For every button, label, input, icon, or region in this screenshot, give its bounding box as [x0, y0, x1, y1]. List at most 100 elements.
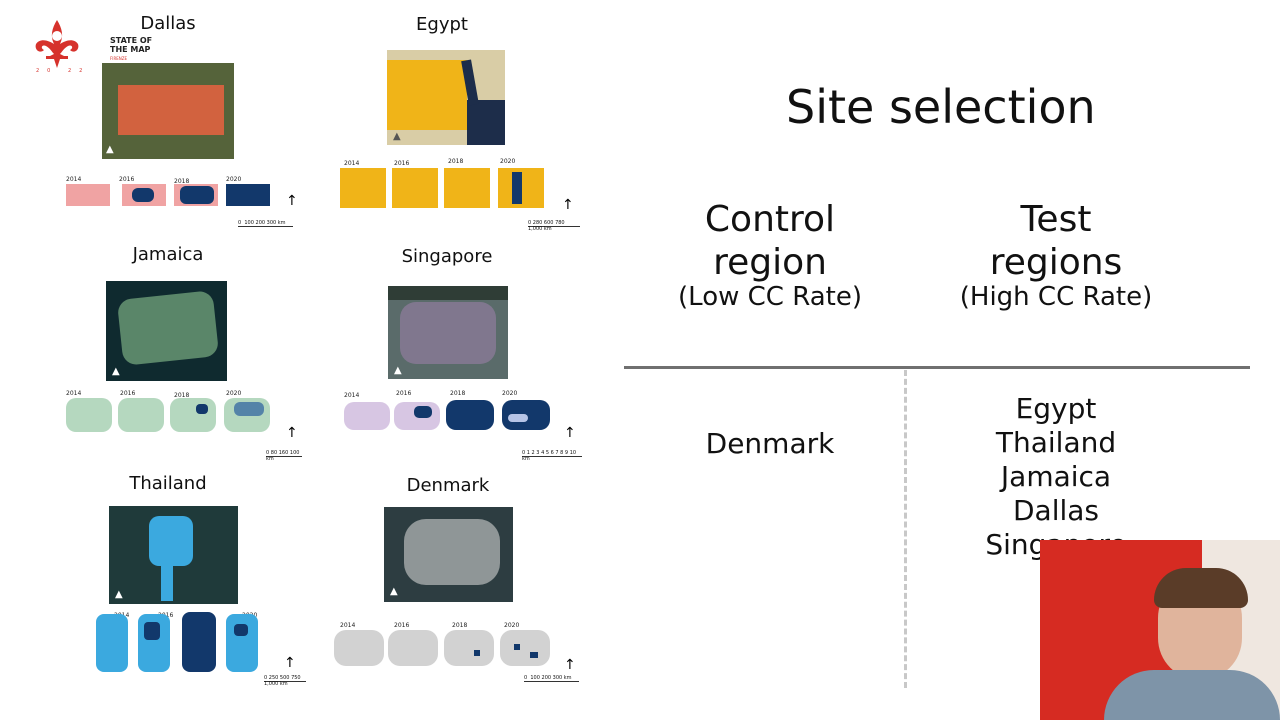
change-map-2018	[174, 184, 218, 206]
egypt-year-row: 2014 2016 2018 2020 ↑	[340, 158, 580, 215]
change-map-2016	[392, 168, 438, 208]
list-item: Jamaica	[1000, 460, 1112, 493]
presenter-webcam	[1040, 540, 1280, 720]
change-map-2020	[226, 614, 258, 672]
north-arrow-icon: ↑	[564, 425, 576, 441]
year-label: 2018	[174, 178, 190, 185]
year-label: 2018	[452, 622, 468, 629]
year-label: 2014	[344, 392, 360, 399]
year-label: 2020	[226, 176, 242, 183]
change-map-2018	[182, 612, 216, 672]
north-arrow-icon: ↑	[286, 193, 298, 209]
north-arrow-icon: ▲	[112, 366, 120, 377]
year-label: 2014	[344, 160, 360, 167]
logo-text-line3: FIRENZE	[110, 56, 128, 61]
control-region-heading: Control region	[704, 199, 836, 283]
year-label: 2016	[120, 390, 136, 397]
state-of-the-map-logo: 20 22 STATE OF THE MAP FIRENZE	[30, 18, 170, 74]
jamaica-year-row: 2014 2016 2018 2020 ↑	[66, 390, 306, 445]
change-map-2016	[118, 398, 164, 432]
dallas-scale-bar: 0 100 200 300 km	[238, 220, 293, 227]
dallas-year-row: 2014 2016 2018 2020 ↑	[66, 176, 298, 216]
north-arrow-icon: ▲	[394, 365, 402, 376]
change-map-2020	[498, 168, 544, 208]
map-title-jamaica: Jamaica	[132, 244, 204, 265]
list-item: Thailand	[995, 426, 1117, 459]
singapore-satellite-map: ▲	[388, 286, 508, 379]
map-title-denmark: Denmark	[406, 475, 490, 496]
thailand-year-row: 2014 2016 2018 2020 ↑	[94, 610, 314, 680]
list-item: Dallas	[1012, 494, 1100, 527]
year-label: 2018	[174, 392, 190, 399]
year-label: 2014	[66, 390, 82, 397]
slide-title: Site selection	[786, 80, 1096, 134]
change-map-2018	[446, 400, 494, 430]
change-map-2018	[170, 398, 216, 432]
logo-year: 20 22	[36, 68, 91, 74]
map-title-thailand: Thailand	[129, 473, 207, 494]
year-label: 2014	[340, 622, 356, 629]
change-map-2020	[224, 398, 270, 432]
test-regions-subheading: (High CC Rate)	[959, 282, 1153, 312]
singapore-scale-bar: 0 1 2 3 4 5 6 7 8 9 10 km	[522, 450, 582, 462]
change-map-2018	[444, 630, 494, 666]
year-label: 2016	[394, 622, 410, 629]
change-map-2016	[138, 614, 170, 672]
control-region-value: Denmark	[705, 427, 835, 460]
table-column-divider	[904, 370, 907, 688]
singapore-year-row: 2014 2016 2018 2020 ↑	[344, 390, 584, 445]
thailand-scale-bar: 0 250 500 750 1,000 km	[264, 675, 306, 687]
egypt-scale-bar: 0 280 600 780 1,000 km	[528, 220, 580, 232]
test-regions-list: Egypt Thailand Jamaica Dallas Singapore	[936, 392, 1176, 562]
dallas-satellite-map: ▲	[102, 63, 234, 159]
egypt-satellite-map: ▲	[387, 50, 505, 145]
year-label: 2020	[500, 158, 516, 165]
change-map-2014	[66, 184, 110, 206]
test-regions-heading: Test regions	[989, 199, 1123, 283]
logo-text-line2: THE MAP	[110, 45, 151, 54]
jamaica-satellite-map: ▲	[106, 281, 227, 381]
change-map-2018	[444, 168, 490, 208]
year-label: 2016	[119, 176, 135, 183]
denmark-year-row: 2014 2016 2018 2020 ↑	[334, 620, 584, 680]
change-map-2016	[388, 630, 438, 666]
change-map-2014	[96, 614, 128, 672]
map-title-singapore: Singapore	[401, 246, 493, 267]
table-header-divider	[624, 366, 1250, 369]
logo-text-line1: STATE OF	[110, 36, 153, 45]
denmark-satellite-map: ▲	[384, 507, 513, 602]
denmark-scale-bar: 0 100 200 300 km	[524, 675, 579, 682]
change-map-2014	[66, 398, 112, 432]
year-label: 2020	[226, 390, 242, 397]
change-map-2016	[122, 184, 166, 206]
change-map-2014	[340, 168, 386, 208]
change-map-2014	[344, 402, 390, 430]
north-arrow-icon: ▲	[393, 131, 401, 142]
north-arrow-icon: ↑	[284, 655, 296, 671]
year-label: 2020	[504, 622, 520, 629]
thailand-satellite-map: ▲	[109, 506, 238, 604]
north-arrow-icon: ↑	[562, 197, 574, 213]
year-label: 2016	[394, 160, 410, 167]
north-arrow-icon: ▲	[106, 144, 114, 155]
year-label: 2014	[66, 176, 82, 183]
change-map-2020	[226, 184, 270, 206]
north-arrow-icon: ↑	[286, 425, 298, 441]
north-arrow-icon: ↑	[564, 657, 576, 673]
fleur-de-lis-icon	[35, 20, 79, 68]
year-label: 2020	[502, 390, 518, 397]
map-title-egypt: Egypt	[416, 14, 468, 35]
jamaica-scale-bar: 0 80 160 100 km	[266, 450, 302, 462]
year-label: 2016	[396, 390, 412, 397]
north-arrow-icon: ▲	[115, 589, 123, 600]
map-title-dallas: Dallas	[140, 13, 196, 34]
control-region-subheading: (Low CC Rate)	[678, 282, 862, 312]
change-map-2016	[394, 402, 440, 430]
year-label: 2018	[450, 390, 466, 397]
change-map-2020	[500, 630, 550, 666]
north-arrow-icon: ▲	[390, 586, 398, 597]
change-map-2020	[502, 400, 550, 430]
list-item: Egypt	[1015, 392, 1097, 425]
change-map-2014	[334, 630, 384, 666]
year-label: 2018	[448, 158, 464, 165]
